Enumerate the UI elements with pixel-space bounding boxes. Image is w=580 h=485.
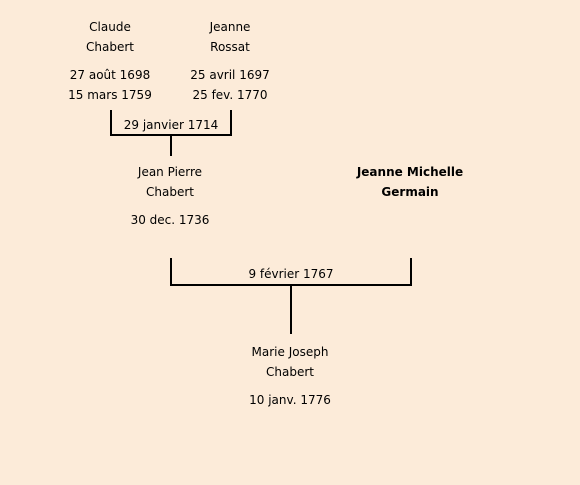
connector-child-stem (170, 136, 172, 156)
person-dates: 10 janv. 1776 (215, 390, 365, 410)
person-dates: 25 avril 1697 25 fev. 1770 (155, 65, 305, 105)
connector-left-drop (170, 258, 172, 286)
person-jean-pierre-chabert[interactable]: Jean Pierre Chabert 30 dec. 1736 (95, 162, 245, 230)
person-jeanne-michelle-germain[interactable]: Jeanne Michelle Germain (335, 162, 485, 202)
death-date: 15 mars 1759 (68, 88, 152, 102)
marriage-date-2: 9 février 1767 (248, 267, 334, 281)
birth-date: 10 janv. 1776 (249, 393, 331, 407)
connector-right-drop (230, 110, 232, 136)
birth-date: 25 avril 1697 (190, 68, 270, 82)
birth-date: 27 août 1698 (69, 68, 151, 82)
person-last-name: Chabert (86, 40, 134, 54)
person-last-name: Germain (335, 182, 485, 202)
person-first-name: Jeanne Michelle (335, 162, 485, 182)
person-first-name: Claude (89, 20, 131, 34)
connector-child-stem (290, 286, 292, 334)
connector-horizontal (110, 134, 232, 136)
person-dates: 27 août 1698 15 mars 1759 (35, 65, 185, 105)
person-first-name: Marie Joseph (251, 345, 329, 359)
person-marie-joseph-chabert[interactable]: Marie Joseph Chabert 10 janv. 1776 (215, 342, 365, 410)
person-dates: 30 dec. 1736 (95, 210, 245, 230)
person-last-name: Chabert (146, 185, 194, 199)
first-name-text: Jeanne Michelle (356, 165, 464, 179)
person-jeanne-rossat[interactable]: Jeanne Rossat 25 avril 1697 25 fev. 1770 (155, 17, 305, 105)
connector-right-drop (410, 258, 412, 286)
connector-horizontal (170, 284, 412, 286)
marriage-date-1: 29 janvier 1714 (123, 118, 219, 132)
person-first-name: Jean Pierre (137, 165, 203, 179)
death-date: 25 fev. 1770 (192, 88, 268, 102)
person-first-name: Jeanne (209, 20, 251, 34)
person-claude-chabert[interactable]: Claude Chabert 27 août 1698 15 mars 1759 (35, 17, 185, 105)
last-name-text: Germain (381, 185, 439, 199)
birth-date: 30 dec. 1736 (130, 213, 210, 227)
person-last-name: Chabert (266, 365, 314, 379)
connector-left-drop (110, 110, 112, 136)
person-last-name: Rossat (210, 40, 250, 54)
